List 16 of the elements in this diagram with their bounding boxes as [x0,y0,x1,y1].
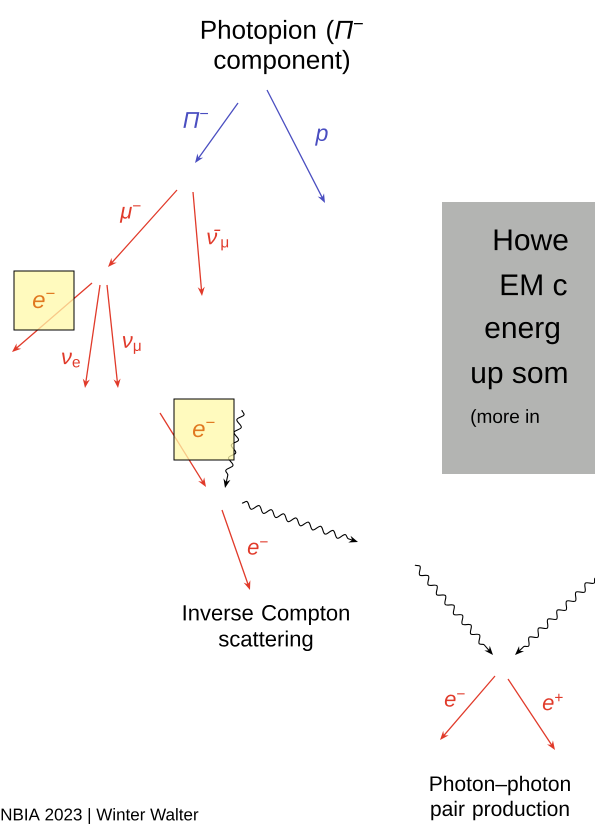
particle-label: μ$^{−}$ [120,205,141,223]
particle-label: Π$^{−}$ [183,112,208,128]
footer-text: NBIA 2023 | Winter Walter [2,808,198,824]
caption: Inverse Compton scattering [184,605,349,651]
note-box: Howe EM c energ up som (more in [442,202,595,474]
particle-label: ν$_{e}$ [62,352,80,368]
title: Photopion (Π$^{−}$ component) [202,20,363,74]
highlight-box: e$^{−}$ [174,398,234,460]
highlight-box: e$^{−}$ [14,270,74,330]
particle-label: ν̄$_{μ}$ [207,230,228,250]
particle-label: e$^{−}$ [248,541,268,555]
particle-label: e$^{+}$ [542,694,563,710]
caption: Photon–photon pair production [430,776,570,820]
particle-label: e$^{−}$ [444,693,465,707]
particle-label: p [315,128,328,146]
particle-label: ν$_{μ}$ [122,336,141,354]
